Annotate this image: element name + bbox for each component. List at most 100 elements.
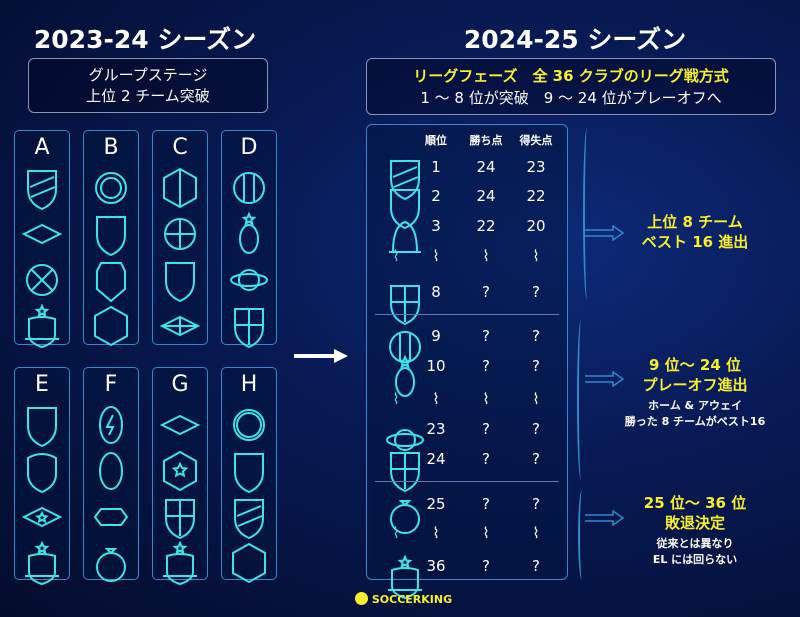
- column-header: 得失点: [519, 134, 553, 147]
- diamond-line-crest-icon: [160, 315, 200, 337]
- row-rank: 36: [426, 557, 446, 575]
- group-letter: H: [240, 372, 258, 397]
- row-diff: 20: [526, 217, 546, 235]
- group-card-h: H: [221, 367, 277, 584]
- oval-crest-icon: [99, 452, 123, 490]
- circle-star-crest-icon: [95, 172, 127, 204]
- result-heading: ベスト 16 進出: [641, 233, 749, 251]
- row-rank: 23: [426, 420, 446, 438]
- result-note: 勝った 8 チームがベスト16: [624, 415, 766, 428]
- oval-bolt-crest-icon: [99, 406, 123, 444]
- star-shield-crest-icon: [25, 303, 59, 349]
- row-rank: 25: [426, 495, 446, 513]
- diamond-star-crest-icon: [22, 506, 62, 528]
- row-pts: ?: [482, 327, 490, 345]
- row-rank: 9: [431, 327, 441, 345]
- star-shield-crest-icon: [25, 540, 59, 586]
- ring-crest-icon: [390, 500, 420, 534]
- row-diff: ⌇: [532, 390, 540, 408]
- row-rank: ⌇: [432, 247, 440, 265]
- column-header: 順位: [425, 134, 447, 147]
- row-pts: 24: [476, 158, 496, 176]
- bracket-bottom: [578, 490, 588, 580]
- row-pts: 24: [476, 187, 496, 205]
- shield-cross-crest-icon: [165, 499, 195, 540]
- right-format-line2: 1 〜 8 位が突破 9 〜 24 位がプレーオフへ: [420, 89, 722, 107]
- group-card-f: F: [83, 367, 139, 582]
- group-letter: E: [35, 372, 49, 397]
- left-format-line1: グループステージ: [88, 66, 208, 84]
- shield-stripe-crest-icon: [234, 499, 264, 540]
- result-note: EL には回らない: [652, 553, 738, 566]
- row-diff: ?: [532, 557, 540, 575]
- star-shield-crest-icon: [163, 540, 197, 586]
- hexagon-star-crest-icon: [163, 450, 197, 492]
- oval-star-crest-icon: [239, 211, 259, 254]
- row-pts: ?: [482, 357, 490, 375]
- row-rank: 10: [426, 357, 446, 375]
- column-header: 勝ち点: [469, 134, 503, 147]
- group-card-g: G: [152, 367, 208, 586]
- shield-cross-crest-icon: [390, 285, 420, 326]
- logo-text: SOCCERKING: [371, 593, 453, 606]
- result-heading: 敗退決定: [664, 514, 725, 532]
- transition-arrow-icon: [294, 349, 348, 363]
- diamond-crest-icon: [160, 414, 200, 436]
- result-heading: 25 位〜 36 位: [643, 494, 747, 512]
- right-season-title: 2024-25 シーズン: [463, 25, 687, 54]
- divider: [375, 314, 559, 315]
- row-diff: ?: [532, 450, 540, 468]
- row-pts: ?: [482, 420, 490, 438]
- row-rank: 2: [431, 187, 441, 205]
- shield-crest-icon: [390, 189, 420, 230]
- shield-stripe-crest-icon: [27, 170, 57, 211]
- group-letter: G: [171, 372, 189, 397]
- row-diff: ?: [532, 283, 540, 301]
- row-rank: 3: [431, 217, 441, 235]
- result-arrow-icon: [585, 225, 625, 241]
- row-diff: ⌇: [532, 524, 540, 542]
- row-rank: ⌇: [432, 390, 440, 408]
- row-pts: ⌇: [482, 247, 490, 265]
- badge-crest-icon: [96, 262, 126, 303]
- star-shield-crest-icon: [388, 554, 422, 600]
- shield-cross-crest-icon: [390, 452, 420, 493]
- row-rank: 24: [426, 450, 446, 468]
- ellipsis-icon: ⌇: [392, 247, 400, 265]
- row-diff: ?: [532, 357, 540, 375]
- bracket-top: [583, 128, 593, 300]
- result-heading: 上位 8 チーム: [647, 213, 743, 231]
- row-pts: ⌇: [482, 524, 490, 542]
- left-format-box: グループステージ 上位 2 チーム突破: [28, 58, 268, 113]
- shield-stripe-crest-icon: [390, 160, 420, 201]
- row-pts: ⌇: [482, 390, 490, 408]
- row-rank: 1: [431, 158, 441, 176]
- ring-crest-icon: [96, 548, 126, 582]
- soccerking-logo: SOCCERKING: [355, 592, 452, 606]
- result-heading: プレーオフ進出: [642, 376, 748, 394]
- shield-crest-icon: [234, 453, 264, 494]
- diamond-crest-icon: [22, 223, 62, 245]
- left-season-title: 2023-24 シーズン: [33, 25, 257, 54]
- hexagon-line-crest-icon: [163, 167, 197, 209]
- result-heading: 9 位〜 24 位: [649, 356, 741, 374]
- row-pts: ?: [482, 283, 490, 301]
- bell-crest-icon: [389, 220, 421, 253]
- group-card-b: B: [83, 130, 139, 347]
- row-diff: 23: [526, 158, 546, 176]
- row-diff: ?: [532, 327, 540, 345]
- row-rank: 8: [431, 283, 441, 301]
- group-letter: B: [103, 135, 119, 160]
- hexagon-crest-icon: [232, 542, 266, 584]
- hexagon-crest-icon: [94, 305, 128, 347]
- circle-crest-icon: [233, 409, 265, 441]
- circle-cross-crest-icon: [164, 218, 196, 250]
- bracket-middle: [577, 320, 587, 480]
- row-pts: 22: [476, 217, 496, 235]
- circle-bars-crest-icon: [233, 172, 265, 204]
- group-card-c: C: [152, 130, 208, 345]
- circle-ring-crest-icon: [230, 269, 268, 291]
- left-format-line2: 上位 2 チーム突破: [86, 87, 210, 105]
- row-pts: ?: [482, 495, 490, 513]
